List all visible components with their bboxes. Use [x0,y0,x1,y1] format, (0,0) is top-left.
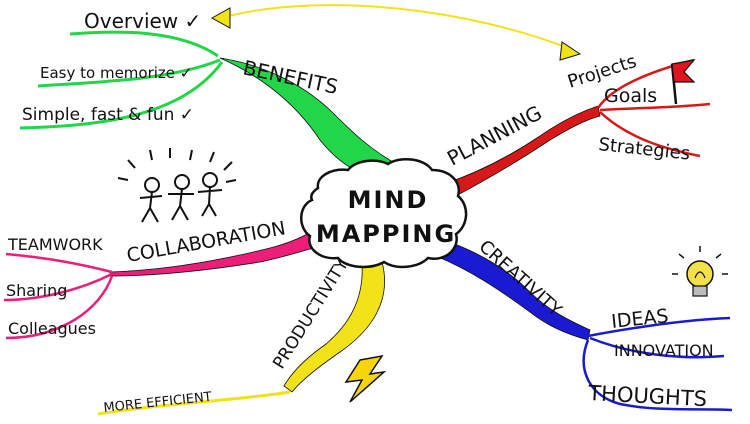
flag-icon [670,59,696,105]
collaboration-item-sharing: Sharing [6,281,67,300]
benefits-item-3: Simple, fast & fun ✓ [22,105,194,125]
benefits-subbranch-2 [37,58,221,88]
collaboration-subbranch-teamwork [5,252,113,274]
creativity-branch [435,239,591,341]
creativity-item-innovation: INNOVATION [614,341,714,360]
planning-subbranch-goals [599,102,711,112]
creativity-subbranch-ideas [587,316,731,338]
creativity-subbranch-thoughts [582,339,733,412]
productivity-branch [283,261,385,393]
center-title-line1: MIND [348,186,429,214]
planning-subbranch-strategies [599,111,701,158]
creativity-item-ideas: IDEAS [610,305,669,333]
benefits-item-2: Easy to memorize ✓ [40,64,192,82]
center-title-line2: MAPPING [316,220,456,248]
connector-arrowhead-left [210,7,231,29]
benefits-subbranch-3 [19,61,224,130]
planning-item-goals: Goals [604,85,657,107]
productivity-subbranch-efficient [97,390,291,416]
collaboration-item-colleagues: Colleagues [8,319,96,338]
lightning-icon [344,354,387,403]
center-cloud [300,157,468,269]
creativity-subbranch-innovation [589,336,725,359]
benefits-subbranch-1 [69,30,219,58]
people-icon [117,148,237,223]
connector-arrowhead-right [559,41,582,61]
creativity-item-thoughts: THOUGHTS [587,381,708,411]
collaboration-subbranch-colleagues [5,275,114,340]
connector-arrow [227,4,569,49]
lightbulb-icon [672,246,728,297]
benefits-item-1: Overview ✓ [84,9,201,33]
collaboration-subbranch-sharing [3,272,113,302]
planning-item-strategies: Strategies [597,134,691,164]
productivity-item-efficient: MORE EFFICIENT [103,390,213,416]
planning-label: PLANNING [443,101,546,171]
collaboration-item-teamwork: TEAMWORK [7,235,103,254]
